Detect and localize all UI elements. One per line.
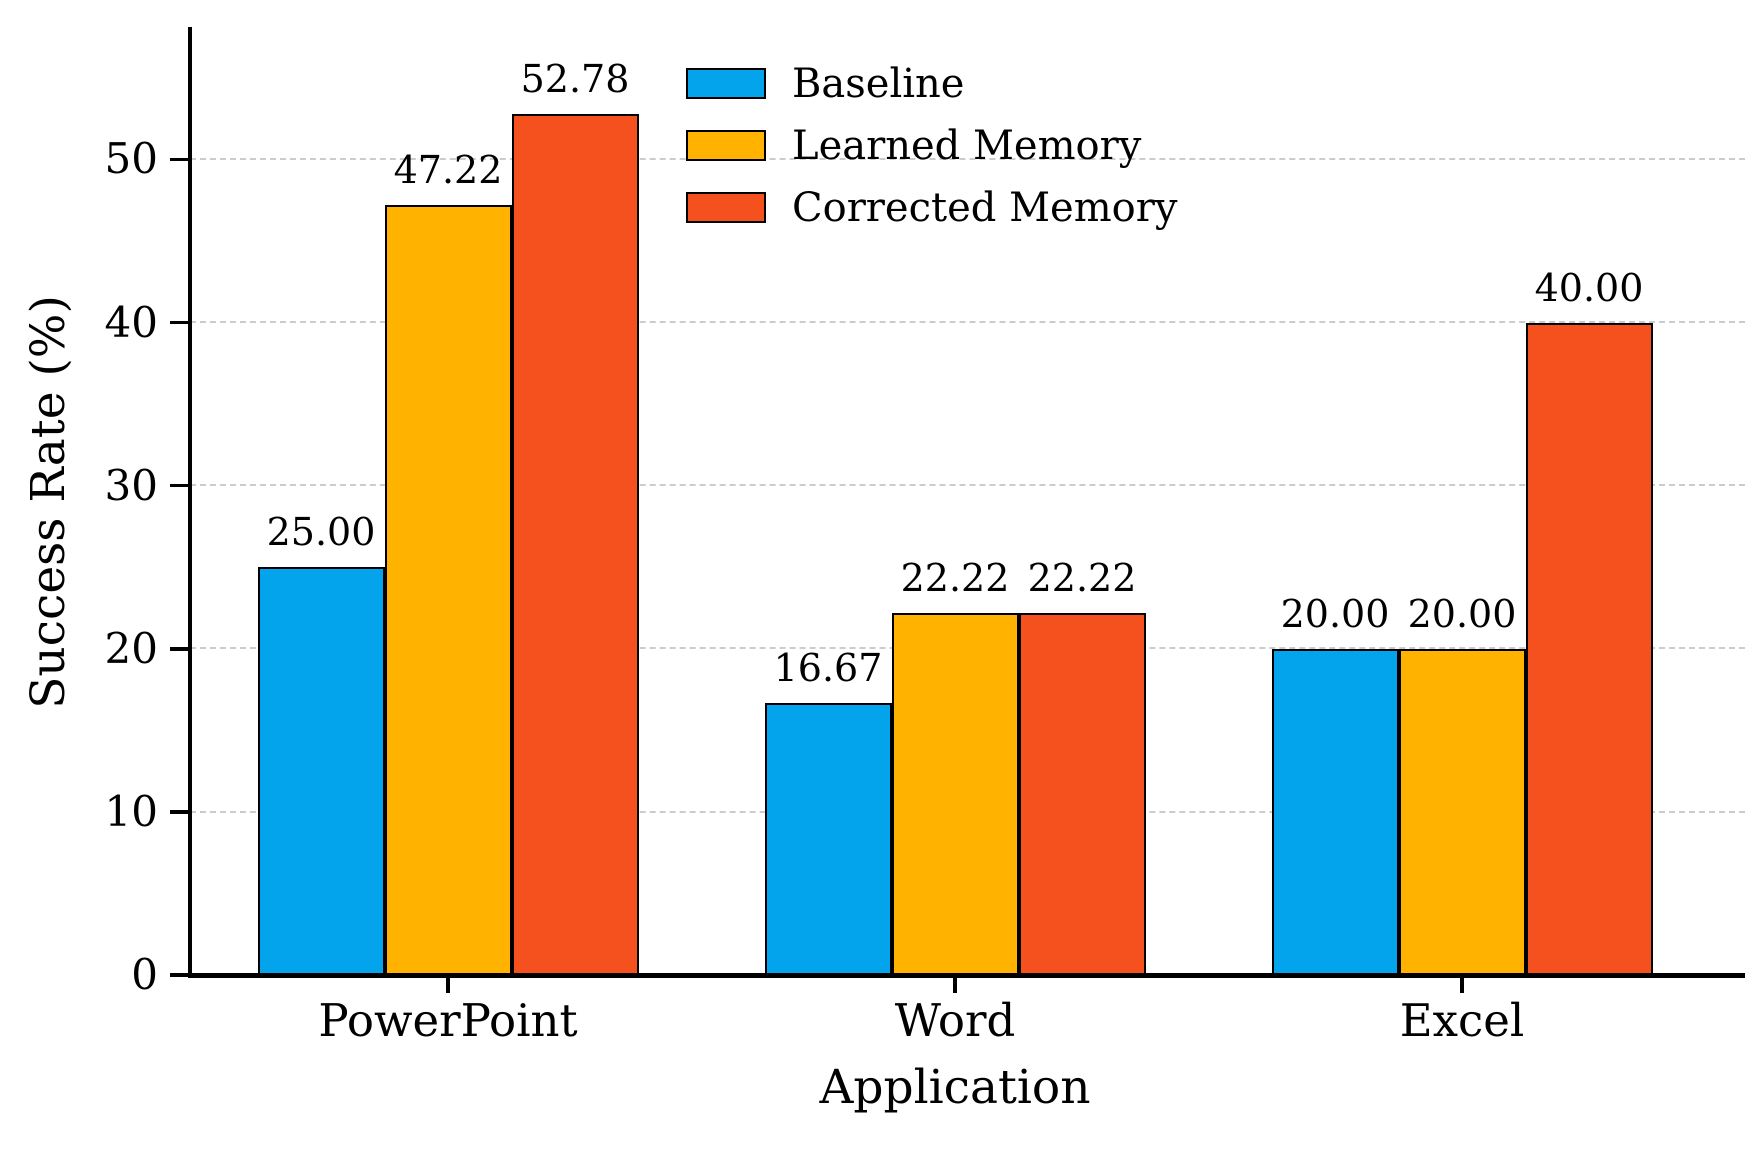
bar-value-label: 16.67 <box>773 646 883 691</box>
bar-value-label: 40.00 <box>1534 265 1644 310</box>
y-tick-label-50: 50 <box>104 134 158 184</box>
y-tick-mark-0 <box>170 973 190 977</box>
legend-label: Corrected Memory <box>792 184 1178 231</box>
bar-word-learned-memory <box>891 612 1019 975</box>
bar-value-label: 20.00 <box>1407 591 1517 636</box>
bar-powerpoint-baseline <box>257 567 385 975</box>
bar-value-label: 22.22 <box>1027 555 1137 600</box>
x-tick-mark-excel <box>1460 975 1464 993</box>
legend-row-learned-memory: Learned Memory <box>686 126 1177 166</box>
bar-word-baseline <box>764 703 892 975</box>
y-axis-label: Success Rate (%) <box>21 295 77 709</box>
x-tick-mark-word <box>953 975 957 993</box>
legend-row-corrected-memory: Corrected Memory <box>686 188 1177 228</box>
bar-powerpoint-corrected-memory <box>511 114 639 975</box>
x-tick-label-word: Word <box>894 994 1016 1047</box>
bar-value-label: 22.22 <box>900 555 1010 600</box>
gridline-40 <box>190 321 1745 324</box>
y-axis-spine <box>188 27 192 977</box>
bar-excel-corrected-memory <box>1525 322 1653 975</box>
legend-label: Learned Memory <box>792 122 1142 169</box>
x-axis-spine <box>188 973 1745 978</box>
x-axis-label: Application <box>819 1060 1091 1115</box>
y-tick-mark-50 <box>170 157 190 162</box>
x-tick-mark-powerpoint <box>446 975 450 993</box>
bar-powerpoint-learned-memory <box>384 204 512 975</box>
y-tick-label-10: 10 <box>104 786 158 836</box>
gridline-30 <box>190 484 1745 487</box>
bar-value-label: 52.78 <box>520 57 630 102</box>
x-tick-label-excel: Excel <box>1399 994 1525 1047</box>
bar-value-label: 20.00 <box>1280 591 1390 636</box>
legend-swatch-baseline <box>686 68 766 99</box>
bar-excel-baseline <box>1271 648 1399 975</box>
gridline-50 <box>190 158 1745 161</box>
y-tick-label-30: 30 <box>104 460 158 510</box>
legend-swatch-corrected-memory <box>686 192 766 223</box>
y-tick-mark-10 <box>170 810 190 814</box>
legend-swatch-learned-memory <box>686 130 766 161</box>
bar-word-corrected-memory <box>1018 612 1146 975</box>
bar-value-label: 47.22 <box>393 147 503 192</box>
y-tick-label-0: 0 <box>131 950 158 999</box>
y-tick-mark-30 <box>170 483 190 488</box>
bar-value-label: 25.00 <box>266 510 376 555</box>
legend-row-baseline: Baseline <box>686 64 1177 104</box>
y-tick-mark-40 <box>170 320 190 325</box>
bar-excel-learned-memory <box>1398 648 1526 975</box>
y-tick-label-20: 20 <box>104 623 158 673</box>
y-tick-mark-20 <box>170 647 190 651</box>
legend-label: Baseline <box>792 60 965 107</box>
x-tick-label-powerpoint: PowerPoint <box>318 994 578 1047</box>
y-tick-label-40: 40 <box>104 297 158 347</box>
